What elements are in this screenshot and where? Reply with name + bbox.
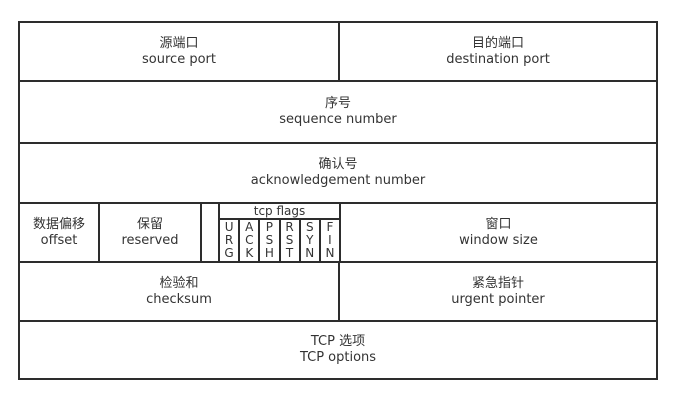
flag-psh-letters: P S H — [264, 220, 274, 260]
flag-rst: R S T — [278, 220, 299, 261]
flag-ack-letters: A C K — [245, 220, 254, 260]
window-size-label-en: window size — [459, 232, 538, 248]
source-port-label-zh: 源端口 — [159, 35, 199, 51]
reserved-label-zh: 保留 — [136, 216, 163, 232]
cell-acknowledgement-number: 确认号 acknowledgement number — [20, 144, 656, 202]
destination-port-label-en: destination port — [446, 51, 550, 67]
urgent-pointer-label-en: urgent pointer — [451, 291, 545, 307]
acknowledgement-number-label-en: acknowledgement number — [250, 173, 426, 188]
flag-urg: U R G — [220, 220, 238, 261]
flag-syn-letters: S Y N — [305, 220, 315, 260]
checksum-label-zh: 检验和 — [159, 275, 199, 291]
cell-data-offset: 数据偏移 offset — [20, 204, 98, 261]
row-ports: 源端口 source port 目的端口 destination port — [20, 23, 656, 80]
data-offset-label-zh: 数据偏移 — [32, 216, 85, 232]
window-size-label-zh: 窗口 — [485, 216, 512, 232]
flag-fin-letters: F I N — [325, 220, 335, 260]
row-offset-flags-window: 数据偏移 offset 保留 reserved tcp flags U R G … — [20, 202, 656, 261]
tcp-options-label-zh: TCP 选项 — [310, 334, 366, 349]
cell-urgent-pointer: 紧急指针 urgent pointer — [338, 263, 656, 320]
sequence-number-label-en: sequence number — [279, 112, 397, 127]
cell-sequence-number: 序号 sequence number — [20, 82, 656, 142]
flag-urg-letters: U R G — [224, 220, 234, 260]
cell-reserved-spacer — [200, 204, 218, 261]
flag-rst-letters: R S T — [285, 220, 294, 260]
cell-tcp-options: TCP 选项 TCP options — [20, 322, 656, 378]
row-sequence-number: 序号 sequence number — [20, 80, 656, 142]
flag-psh: P S H — [258, 220, 278, 261]
urgent-pointer-label-zh: 紧急指针 — [471, 275, 524, 291]
data-offset-label-en: offset — [40, 232, 78, 248]
flag-fin: F I N — [318, 220, 339, 261]
cell-checksum: 检验和 checksum — [20, 263, 338, 320]
acknowledgement-number-label-zh: 确认号 — [318, 157, 358, 172]
tcp-header-table: 源端口 source port 目的端口 destination port 序号… — [18, 21, 658, 380]
tcp-flags-box: tcp flags U R G A C K P S H R S T S Y N … — [218, 204, 339, 261]
flag-syn: S Y N — [298, 220, 319, 261]
cell-reserved: 保留 reserved — [98, 204, 200, 261]
checksum-label-en: checksum — [146, 291, 212, 307]
row-tcp-options: TCP 选项 TCP options — [20, 320, 656, 378]
tcp-flags-columns: U R G A C K P S H R S T S Y N F I N — [220, 220, 339, 261]
reserved-label-en: reserved — [121, 232, 179, 248]
flag-ack: A C K — [238, 220, 258, 261]
source-port-label-en: source port — [142, 51, 216, 67]
tcp-options-label-en: TCP options — [299, 350, 377, 365]
sequence-number-label-zh: 序号 — [324, 96, 351, 111]
cell-source-port: 源端口 source port — [20, 23, 338, 80]
row-checksum-urgent: 检验和 checksum 紧急指针 urgent pointer — [20, 261, 656, 320]
cell-destination-port: 目的端口 destination port — [338, 23, 656, 80]
cell-window-size: 窗口 window size — [339, 204, 656, 261]
row-acknowledgement-number: 确认号 acknowledgement number — [20, 142, 656, 202]
destination-port-label-zh: 目的端口 — [471, 35, 524, 51]
tcp-flags-title: tcp flags — [220, 204, 339, 220]
